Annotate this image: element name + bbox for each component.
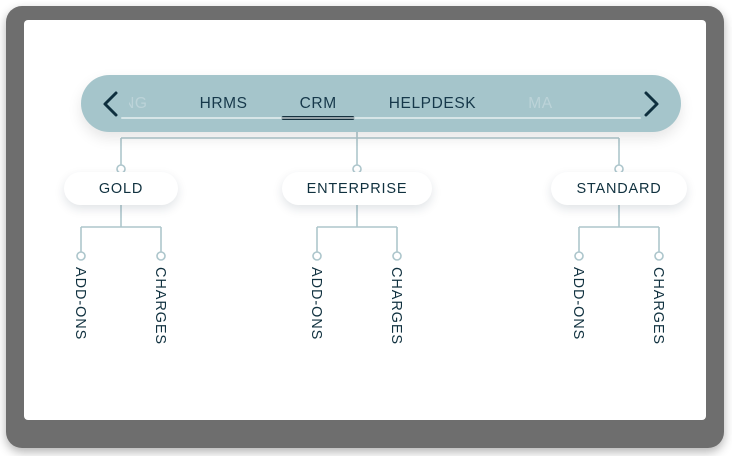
connector-dot-leaf [156,251,166,261]
leaf-label-text: ADD-ONS [72,267,88,341]
leaf-gold-addons[interactable]: ADD-ONS [72,267,88,340]
leaf-enterprise-addons[interactable]: ADD-ONS [308,267,324,340]
tab-label: MA [528,94,553,112]
connector-dot-leaf [76,251,86,261]
plan-node-enterprise[interactable]: ENTERPRISE [282,172,432,205]
plan-node-label: ENTERPRISE [306,180,408,197]
tab-label: CRM [299,94,337,112]
connector-dot-leaf [654,251,664,261]
plan-node-standard[interactable]: STANDARD [551,172,687,205]
leaf-label-text: CHARGES [650,267,666,346]
connector-dot-leaf [574,251,584,261]
device-screen: LING HRMS CRM HELPDESK MA [24,20,706,420]
leaf-gold-charges[interactable]: CHARGES [152,267,168,345]
connector-dot-leaf [392,251,402,261]
tab-hrms[interactable]: HRMS [174,75,274,132]
tab-label: HELPDESK [388,94,477,112]
tabbar-next-button[interactable] [629,75,673,132]
leaf-label-text: ADD-ONS [308,267,324,341]
tab-crm[interactable]: CRM [274,75,363,132]
tabbar-rail [121,116,641,119]
leaf-label-text: CHARGES [388,267,404,346]
leaf-standard-charges[interactable]: CHARGES [650,267,666,345]
leaf-enterprise-charges[interactable]: CHARGES [388,267,404,345]
tabbar-prev-button[interactable] [89,75,133,132]
device-frame: LING HRMS CRM HELPDESK MA [6,6,724,448]
plan-node-label: STANDARD [576,180,662,197]
tab-billing[interactable]: LING [129,75,174,132]
tab-helpdesk[interactable]: HELPDESK [363,75,503,132]
chevron-right-icon [641,90,661,118]
tab-label: HRMS [199,94,248,112]
leaf-label-text: ADD-ONS [570,267,586,341]
connector-dot-leaf [312,251,322,261]
plan-node-label: GOLD [98,180,144,197]
module-tabbar[interactable]: LING HRMS CRM HELPDESK MA [81,75,681,132]
tabbar-scroll-strip[interactable]: LING HRMS CRM HELPDESK MA [129,75,633,132]
plan-node-gold[interactable]: GOLD [64,172,178,205]
tab-marketing[interactable]: MA [502,75,578,132]
leaf-standard-addons[interactable]: ADD-ONS [570,267,586,340]
tab-label: LING [129,94,148,112]
leaf-label-text: CHARGES [152,267,168,346]
chevron-left-icon [101,90,121,118]
